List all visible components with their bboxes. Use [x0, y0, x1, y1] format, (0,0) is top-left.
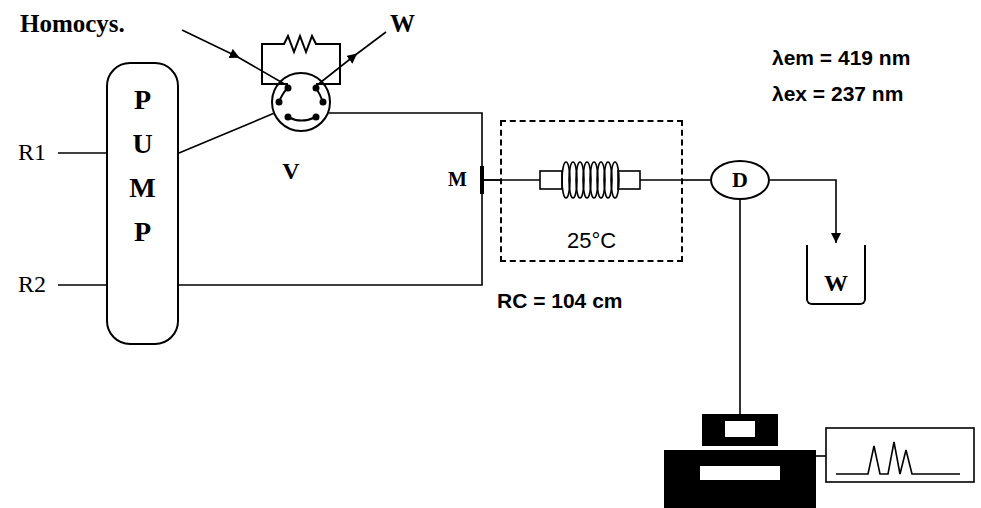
flow-line — [770, 180, 836, 243]
coil-lead — [500, 179, 540, 181]
chart-cable — [816, 455, 826, 457]
detector: D — [710, 160, 770, 200]
node-text: D — [732, 167, 748, 193]
node-text: W — [824, 270, 848, 297]
node-text: P U M P — [129, 78, 157, 254]
reaction-coil — [500, 162, 683, 198]
waste-beaker: W — [806, 245, 866, 305]
flow-line — [179, 180, 500, 285]
thermostat-bath: 25°C — [500, 120, 683, 262]
wavelength-label: λex = 237 nm — [772, 82, 903, 106]
recorder-slot — [700, 466, 780, 480]
pump-box: P U M P — [106, 62, 179, 345]
injection-valve: V — [271, 72, 331, 132]
reagent-label: R2 — [18, 271, 46, 298]
sample-inlet-line — [236, 56, 288, 86]
flow-line — [179, 114, 273, 153]
node-text: V — [263, 158, 319, 185]
reagent-label: R1 — [18, 139, 46, 166]
waste-outlet-line — [354, 32, 386, 56]
reagent-label: Homocys. — [20, 10, 125, 38]
waste-outlet-arrow — [316, 56, 354, 86]
chart-display — [826, 428, 974, 482]
sample-inlet-arrow — [182, 30, 236, 56]
mixer-label: M — [448, 168, 467, 191]
coil-cap — [618, 171, 640, 189]
coil-lead — [640, 179, 683, 181]
valve-channel — [279, 88, 323, 121]
coil-length-label: RC = 104 cm — [497, 289, 623, 313]
waste-label: W — [390, 10, 415, 38]
chart-peaks — [836, 442, 960, 474]
recorder — [664, 414, 816, 508]
flow-line — [329, 113, 500, 180]
recorder-window — [724, 420, 756, 438]
recorder-top — [702, 414, 778, 446]
node-text: 25°C — [565, 228, 618, 254]
coil-cap — [540, 171, 562, 189]
coil-winding — [611, 162, 619, 198]
recorder-body — [664, 450, 816, 508]
reagent-line — [58, 284, 106, 286]
reagent-line — [58, 152, 106, 154]
flow-line — [683, 179, 710, 181]
wavelength-label: λem = 419 nm — [772, 46, 910, 70]
signal-cable — [739, 200, 741, 414]
